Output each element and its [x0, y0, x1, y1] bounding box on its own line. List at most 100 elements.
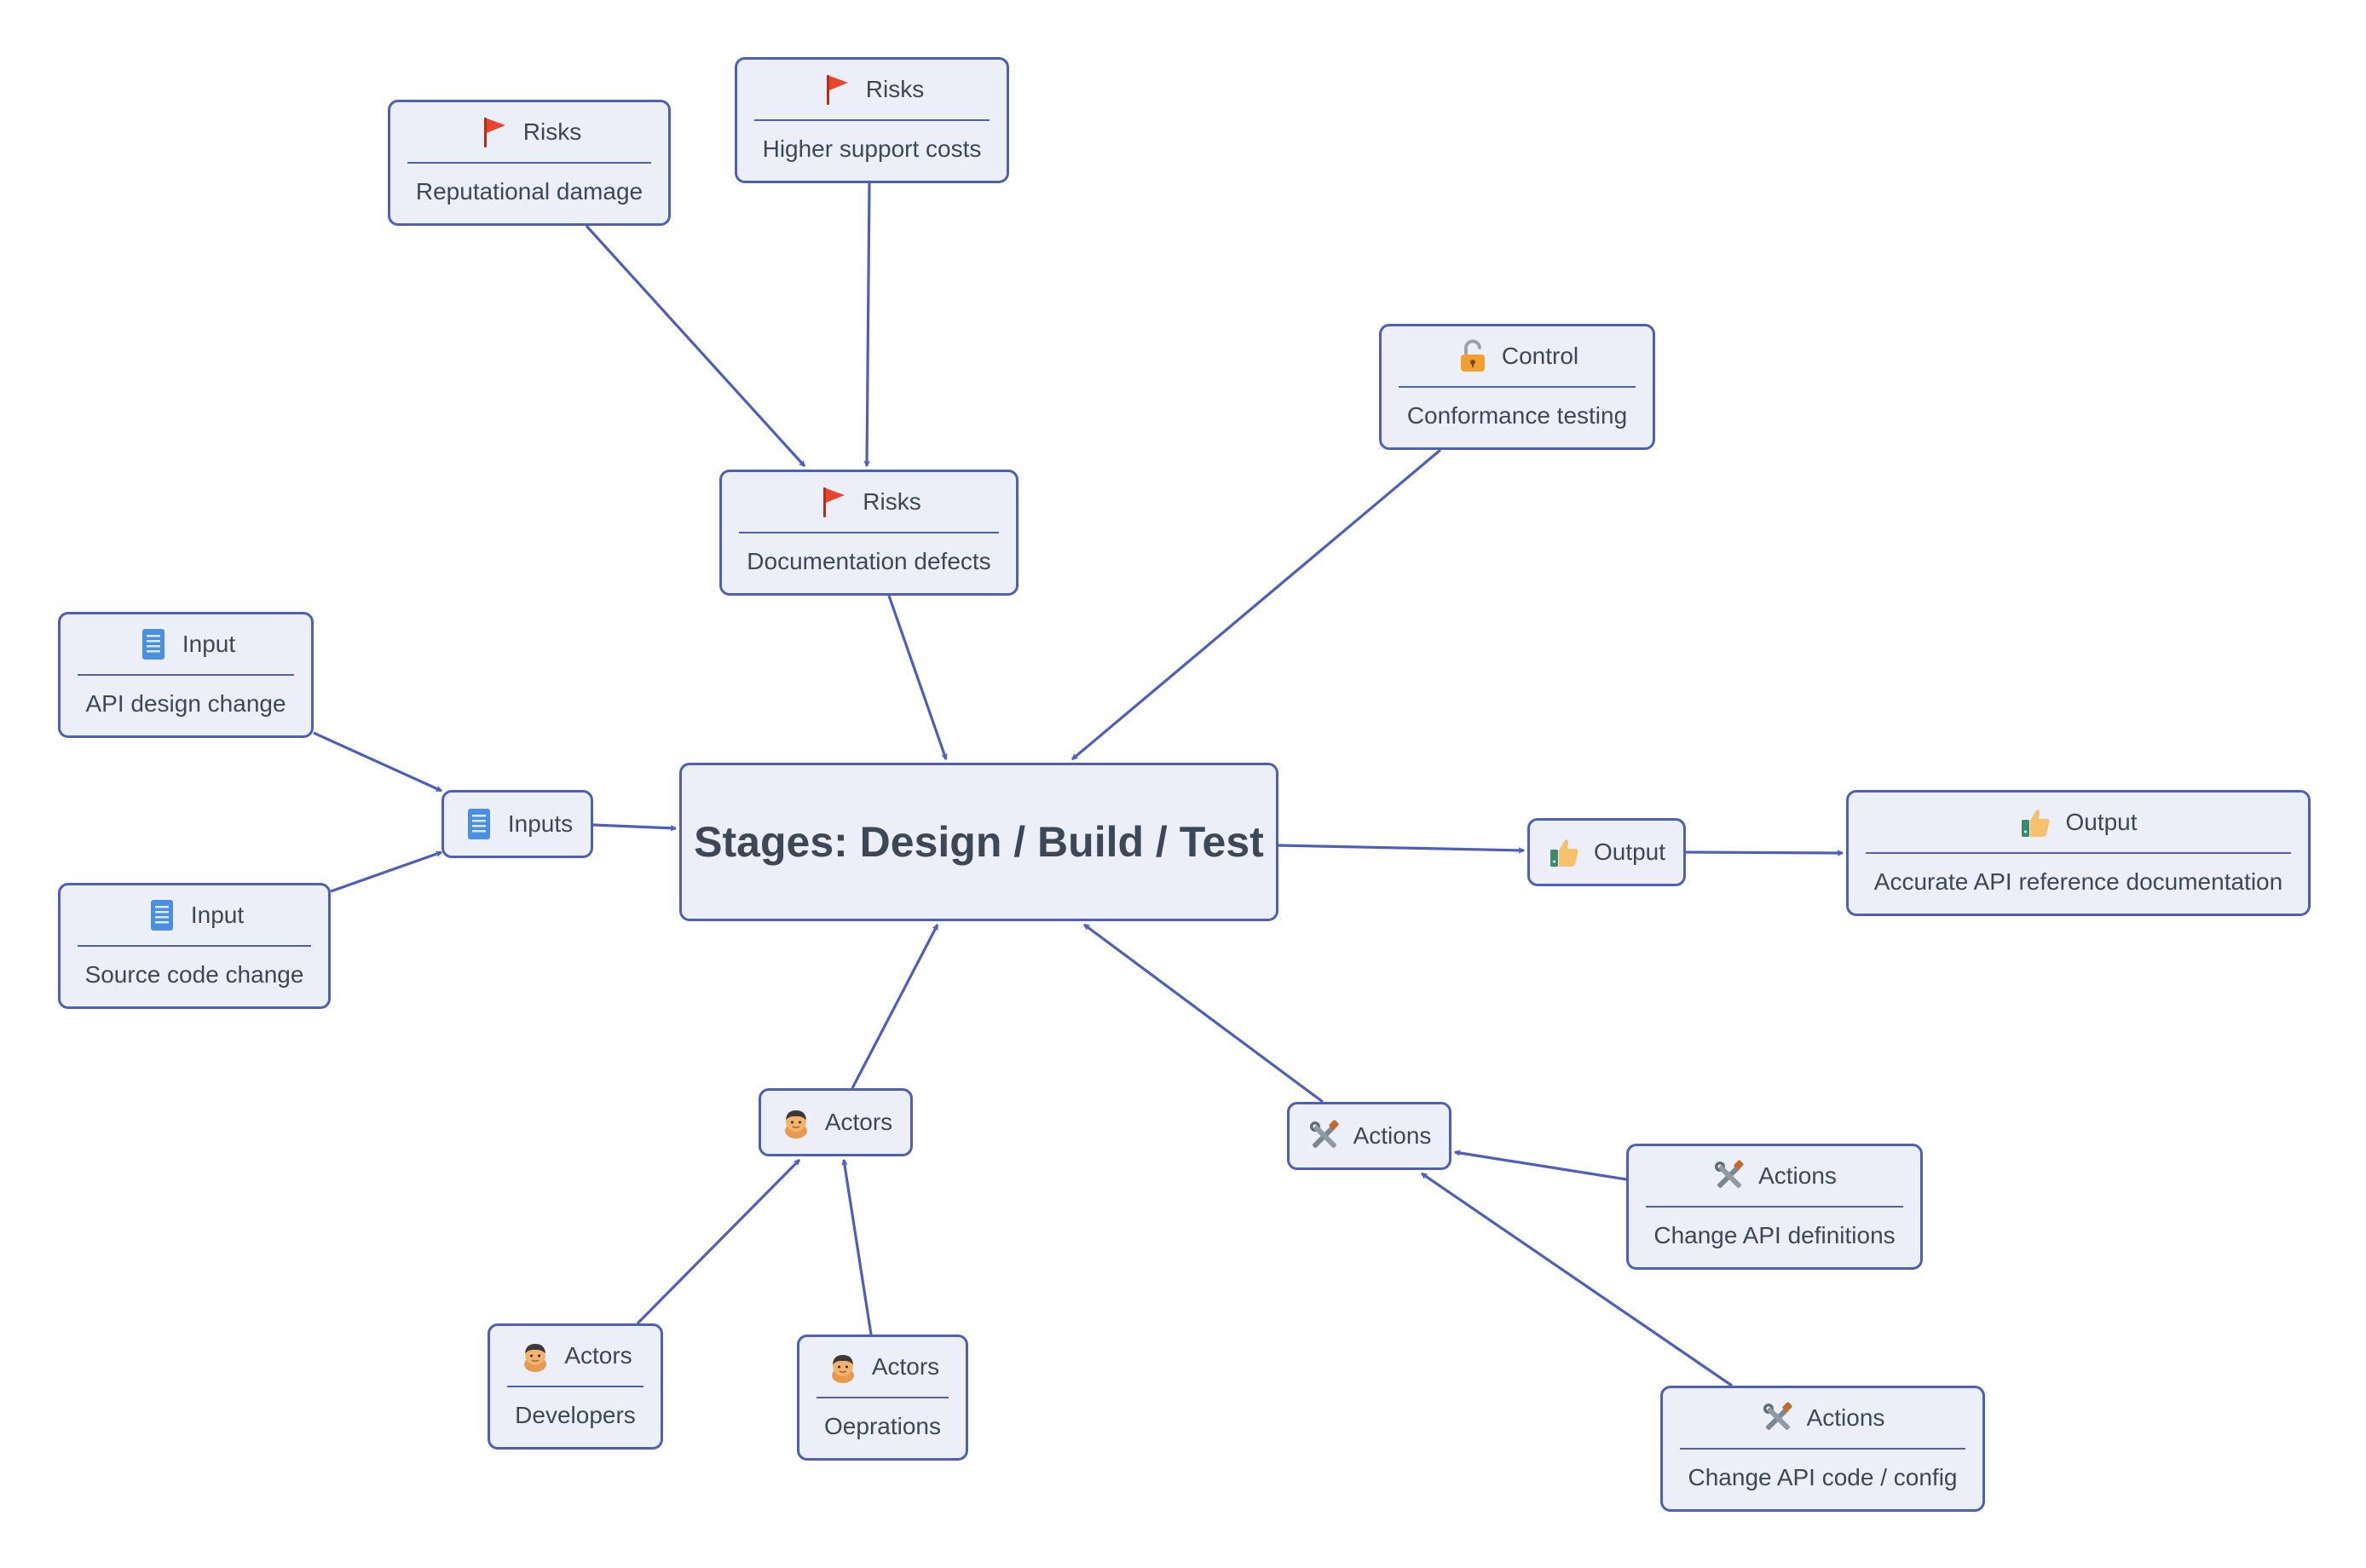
- actions-label: Actions: [1353, 1122, 1432, 1149]
- actions-code-label: Actions: [1806, 1404, 1885, 1431]
- control-label: Control: [1501, 343, 1579, 369]
- divider: [507, 1386, 643, 1387]
- actors-header: Actors: [779, 1105, 892, 1139]
- risk-reputational-label: Risks: [522, 118, 582, 145]
- input-api-label: Input: [182, 631, 236, 657]
- divider: [754, 119, 990, 121]
- input-source-label: Input: [190, 902, 245, 928]
- risk-reputational-header: Risks: [390, 102, 668, 162]
- input-api-header: Input: [61, 614, 311, 674]
- actors-dev-header: Actors: [490, 1326, 661, 1386]
- person-icon: [779, 1105, 813, 1139]
- risk-docs-node[interactable]: Risks Documentation defects: [719, 470, 1019, 596]
- thumbs-up-icon: [1548, 835, 1582, 869]
- input-api-value: API design change: [85, 690, 286, 717]
- actors-dev-value: Developers: [515, 1402, 636, 1428]
- control-value: Conformance testing: [1406, 402, 1628, 429]
- input-source-header: Input: [61, 885, 328, 945]
- actors-ops-label: Actors: [871, 1353, 940, 1380]
- actions-code-node[interactable]: Actions Change API code / config: [1660, 1386, 1985, 1512]
- output-docs-header: Output: [1849, 793, 2308, 852]
- actors-ops-node[interactable]: Actors Oeprations: [797, 1335, 968, 1461]
- central-stage-title: Stages: Design / Build / Test: [694, 818, 1264, 866]
- actions-header: Actions: [1307, 1119, 1432, 1153]
- edge-control-to-central: [1070, 448, 1442, 761]
- output-header: Output: [1548, 835, 1665, 869]
- edge-code-to-actions: [1421, 1172, 1733, 1387]
- tools-icon: [1761, 1401, 1795, 1435]
- person-icon: [518, 1339, 552, 1373]
- edge-devs-to-actors: [636, 1158, 801, 1325]
- divider: [1399, 386, 1636, 388]
- input-source-node[interactable]: Input Source code change: [58, 883, 331, 1009]
- actions-defs-header: Actions: [1629, 1146, 1920, 1206]
- output-docs-node[interactable]: Output Accurate API reference documentat…: [1846, 790, 2311, 916]
- risk-support-header: Risks: [737, 60, 1007, 119]
- divider: [1866, 852, 2291, 854]
- edge-apidesign-to-inputs: [313, 731, 442, 793]
- risk-reputational-node[interactable]: Risks Reputational damage: [388, 100, 671, 226]
- actors-node[interactable]: Actors: [759, 1088, 913, 1156]
- divider: [1646, 1206, 1903, 1208]
- document-icon: [145, 898, 179, 932]
- input-api-node[interactable]: Input API design change: [58, 612, 314, 738]
- flag-icon: [820, 72, 854, 107]
- control-header: Control: [1382, 326, 1653, 386]
- flag-icon: [477, 115, 511, 149]
- inputs-header: Inputs: [462, 807, 573, 841]
- flag-icon: [817, 485, 851, 519]
- divider: [1680, 1448, 1965, 1450]
- divider: [739, 532, 999, 533]
- actors-dev-label: Actors: [564, 1342, 632, 1369]
- actors-dev-node[interactable]: Actors Developers: [488, 1323, 663, 1450]
- edge-reputational-to-docs: [585, 224, 806, 468]
- actors-label: Actors: [824, 1109, 893, 1135]
- actions-code-value: Change API code / config: [1688, 1464, 1958, 1490]
- person-icon: [826, 1350, 860, 1384]
- output-docs-label: Output: [2065, 809, 2138, 835]
- risk-reputational-value: Reputational damage: [415, 178, 643, 205]
- divider: [78, 945, 311, 947]
- edge-central-to-output: [1278, 844, 1525, 854]
- tools-icon: [1712, 1159, 1746, 1193]
- edge-docs-to-central: [887, 595, 948, 760]
- central-stage-node[interactable]: Stages: Design / Build / Test: [679, 763, 1278, 921]
- risk-docs-value: Documentation defects: [747, 548, 991, 574]
- thumbs-up-icon: [2019, 805, 2053, 839]
- control-node[interactable]: Control Conformance testing: [1379, 324, 1655, 450]
- output-docs-value: Accurate API reference documentation: [1873, 868, 2283, 895]
- output-label: Output: [1593, 839, 1666, 865]
- risk-docs-header: Risks: [722, 472, 1016, 532]
- open-lock-icon: [1456, 339, 1490, 373]
- edge-inputs-to-central: [592, 823, 677, 832]
- risk-support-label: Risks: [865, 76, 925, 102]
- inputs-label: Inputs: [507, 810, 574, 837]
- divider: [78, 674, 294, 676]
- actions-node[interactable]: Actions: [1287, 1102, 1451, 1170]
- actors-ops-value: Oeprations: [824, 1413, 941, 1439]
- actions-defs-value: Change API definitions: [1653, 1222, 1896, 1248]
- inputs-node[interactable]: Inputs: [441, 790, 593, 858]
- output-node[interactable]: Output: [1527, 818, 1686, 886]
- risk-docs-label: Risks: [863, 488, 921, 515]
- document-icon: [462, 807, 496, 841]
- actions-defs-node[interactable]: Actions Change API definitions: [1626, 1144, 1923, 1270]
- edge-output-to-outputdocs: [1685, 850, 1844, 856]
- tools-icon: [1307, 1119, 1342, 1153]
- risk-support-value: Higher support costs: [762, 135, 982, 162]
- actions-defs-label: Actions: [1758, 1162, 1837, 1189]
- risk-support-node[interactable]: Risks Higher support costs: [735, 57, 1009, 183]
- edge-support-to-docs: [863, 182, 871, 467]
- actions-code-header: Actions: [1663, 1388, 1982, 1448]
- input-source-value: Source code change: [84, 961, 304, 988]
- edge-defs-to-actions: [1454, 1150, 1627, 1181]
- edge-actions-to-central: [1083, 923, 1324, 1104]
- actors-ops-header: Actors: [799, 1337, 966, 1397]
- edge-actors-to-central: [851, 924, 939, 1089]
- divider: [817, 1397, 949, 1398]
- edge-ops-to-actors: [841, 1159, 873, 1335]
- edge-sourcecode-to-inputs: [330, 850, 442, 893]
- document-icon: [136, 627, 170, 661]
